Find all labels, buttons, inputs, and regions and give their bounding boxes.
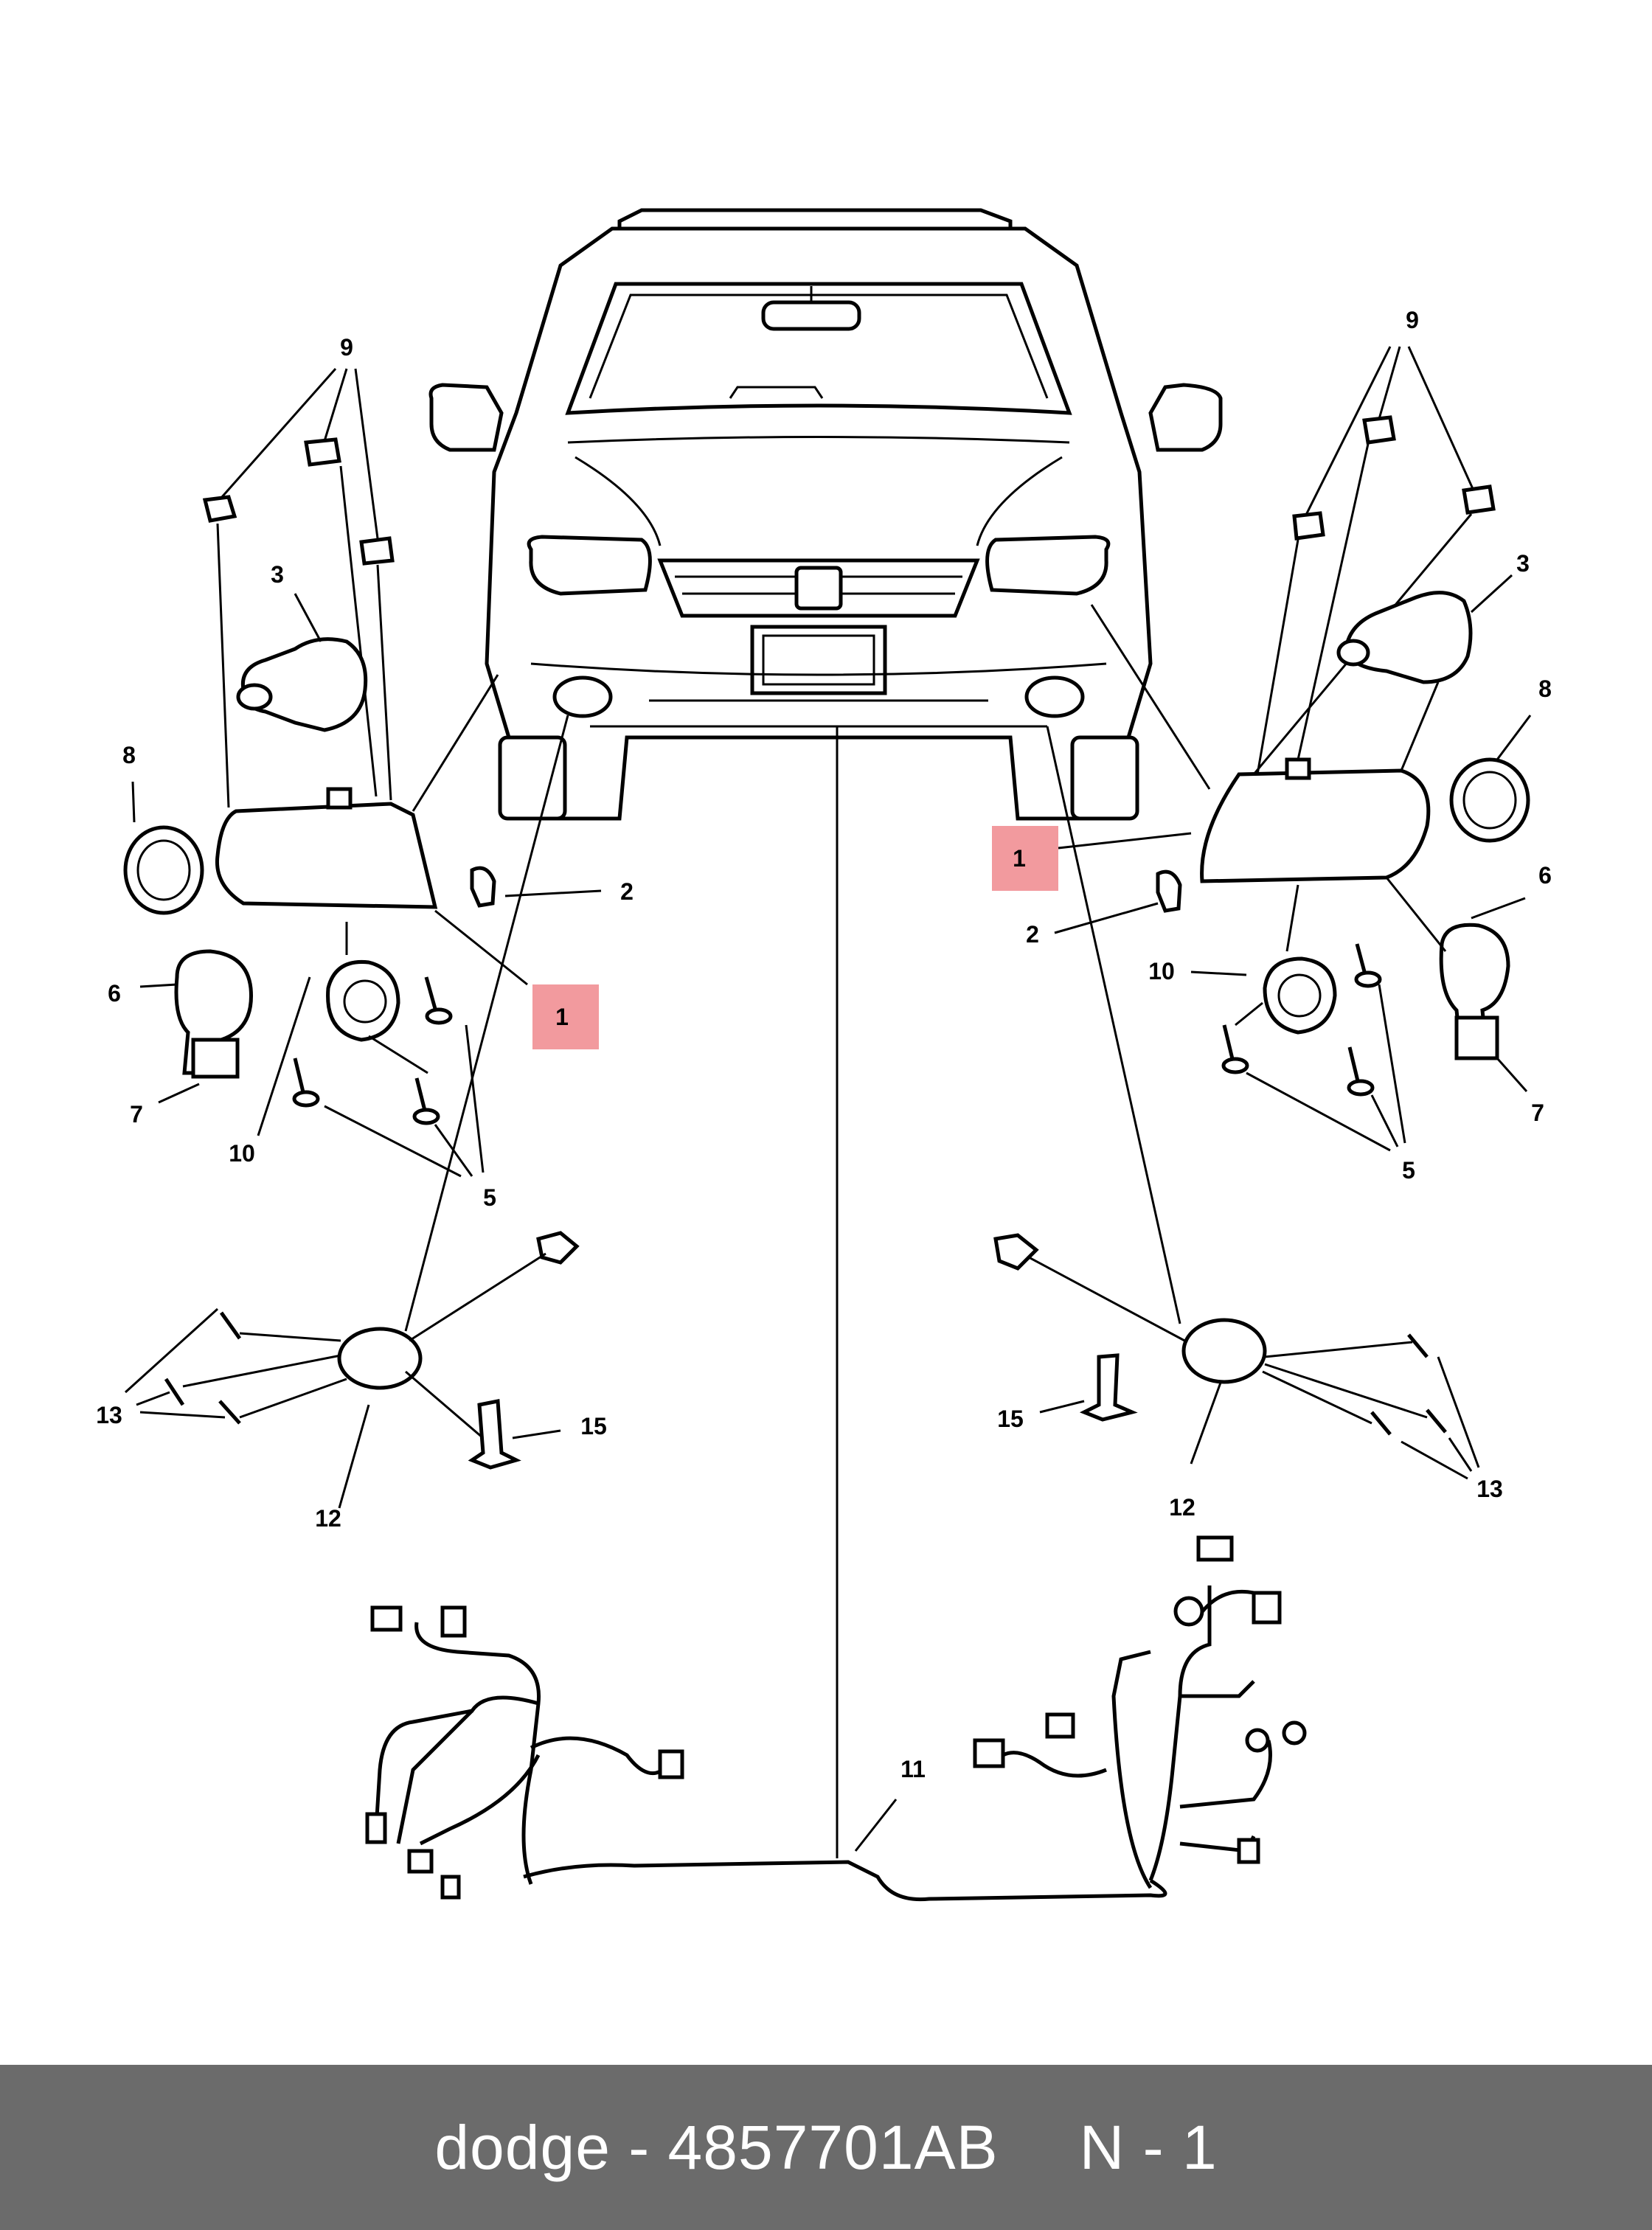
callout-3-left: 3 (271, 561, 284, 588)
callout-15-right: 15 (997, 1406, 1024, 1432)
wiring-harness (365, 726, 1307, 1902)
clip-9-right-b (1362, 415, 1396, 445)
cap-10-left (326, 959, 400, 1042)
clip-9-right-a (1292, 511, 1325, 541)
adjuster-2-right (1156, 869, 1182, 913)
callout-10-right: 10 (1148, 958, 1175, 984)
adjuster-2-left (470, 866, 496, 908)
foglamp-12-left (337, 1327, 423, 1390)
vehicle-illustration (428, 208, 1223, 821)
callout-11: 11 (900, 1756, 926, 1782)
headlamp-right (1200, 768, 1431, 883)
callout-2-left: 2 (620, 878, 634, 905)
footer-page: N - 1 (1079, 2112, 1218, 2182)
headlamp-left (215, 802, 438, 909)
callout-8-left: 8 (122, 742, 136, 768)
callout-9-right: 9 (1406, 307, 1419, 333)
bulb-3-right (1344, 591, 1473, 684)
foglamp-12-right (1181, 1318, 1267, 1384)
highlight-box-left (532, 984, 599, 1049)
callout-labels: 9 3 8 2 1 6 7 10 5 13 15 12 9 3 8 1 6 2 … (96, 307, 1552, 1782)
callout-8-right: 8 (1538, 675, 1552, 702)
screws-5-right (1221, 943, 1382, 1097)
bulb-3-left (240, 637, 368, 732)
highlight-box-right (992, 826, 1058, 891)
clip-9-left-b (304, 437, 341, 467)
footer-bar: dodge - 4857701AB N - 1 (0, 2065, 1652, 2230)
callout-3-right: 3 (1516, 550, 1530, 577)
clip-9-left-c (359, 536, 395, 566)
screws-13-left (164, 1311, 242, 1425)
footer-brand-part: dodge - 4857701AB (434, 2112, 999, 2182)
callout-1-left: 1 (555, 1004, 569, 1030)
clip-9-left-a (202, 495, 237, 523)
callout-12-left: 12 (315, 1505, 341, 1532)
left-parts (123, 368, 602, 1509)
callout-5-right: 5 (1402, 1157, 1415, 1184)
screws-5-left (292, 976, 453, 1125)
callout-9-left: 9 (340, 334, 353, 361)
callout-5-left: 5 (483, 1184, 496, 1211)
callout-12-right: 12 (1169, 1494, 1195, 1521)
callout-15-left: 15 (580, 1413, 607, 1439)
callout-2-right: 2 (1026, 921, 1039, 948)
screws-13-right (1370, 1333, 1447, 1436)
right-parts (993, 346, 1532, 1480)
callout-6-right: 6 (1538, 862, 1552, 889)
parts-diagram: 9 3 8 2 1 6 7 10 5 13 15 12 9 3 8 1 6 2 … (96, 208, 1552, 1902)
callout-7-right: 7 (1531, 1100, 1544, 1126)
callout-13-right: 13 (1476, 1476, 1503, 1502)
callout-13-left: 13 (96, 1402, 122, 1428)
callout-7-left: 7 (130, 1101, 143, 1128)
callout-6-left: 6 (108, 980, 121, 1007)
bolt-15-right (1079, 1353, 1138, 1422)
callout-1-right: 1 (1013, 845, 1026, 872)
bolt-15-left (468, 1398, 521, 1470)
callout-10-left: 10 (229, 1140, 255, 1167)
clip-9-right-c (1462, 484, 1496, 515)
cap-10-right (1263, 956, 1337, 1035)
